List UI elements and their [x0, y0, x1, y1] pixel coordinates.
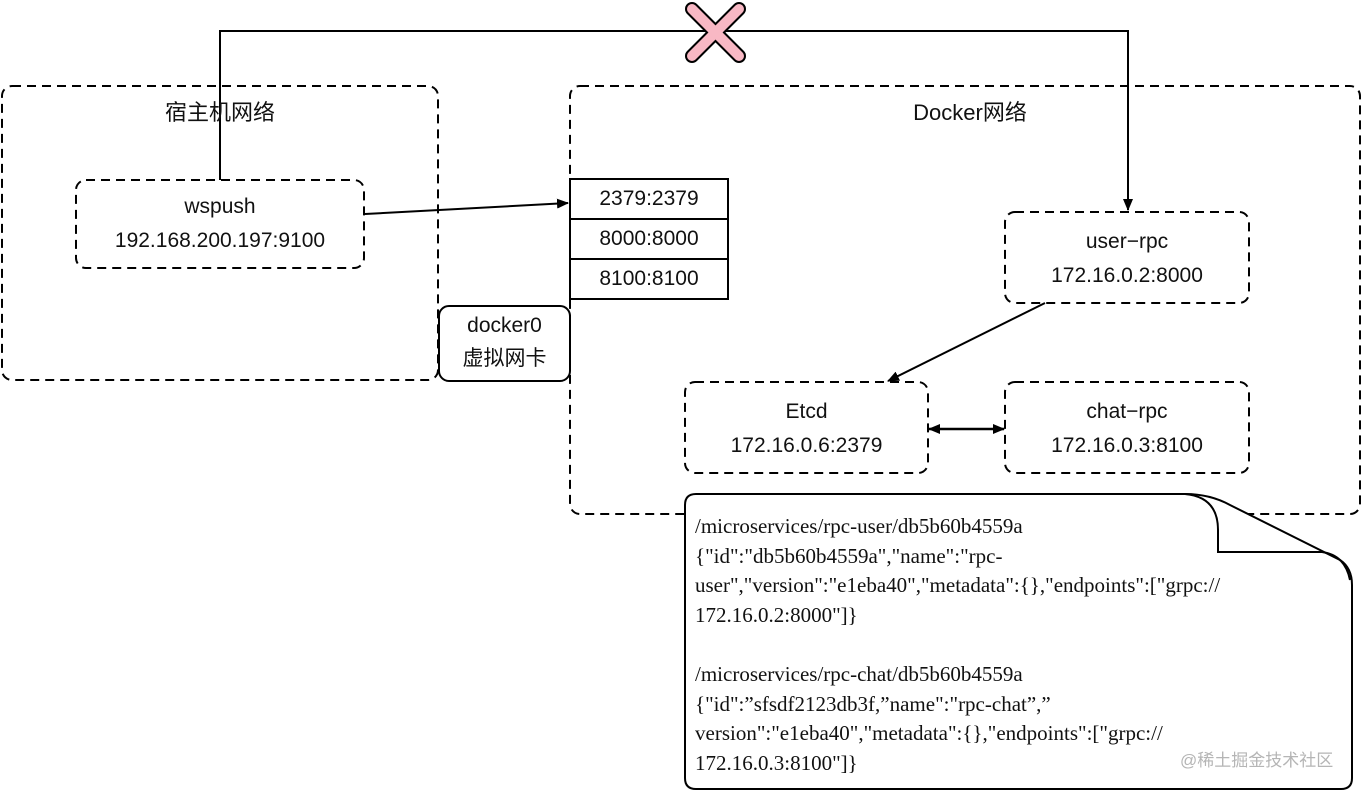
- etcd-address: 172.16.0.6:2379: [730, 434, 883, 457]
- wspush-name: wspush: [184, 195, 256, 218]
- user-rpc-node[interactable]: [1004, 211, 1250, 304]
- note-entry-line: 172.16.0.3:8100"]}: [695, 750, 858, 775]
- note-entry-line: {"id":"db5b60b4559a","name":"rpc-: [695, 543, 1003, 568]
- etcd-name: Etcd: [785, 400, 828, 423]
- user-rpc-address: 172.16.0.2:8000: [1051, 264, 1203, 287]
- port-mapping-row: 8000:8000: [599, 227, 699, 250]
- note-entry-line: user","version":"e1eba40","metadata":{},…: [695, 573, 1221, 597]
- wspush-node[interactable]: [75, 179, 365, 269]
- chat-rpc-name: chat−rpc: [1086, 400, 1168, 423]
- wspush-address: 192.168.200.197:9100: [114, 229, 326, 252]
- port-mapping-row: 2379:2379: [599, 187, 699, 210]
- docker-network-title: Docker网络: [913, 100, 1027, 125]
- blocked-connection-line: [219, 30, 1133, 211]
- docker0-node[interactable]: [438, 305, 571, 382]
- note-entry-key: /microservices/rpc-chat/db5b60b4559a: [695, 662, 1023, 686]
- registry-note-shape: [684, 493, 1353, 790]
- port-mapping-table: [569, 178, 729, 300]
- registry-note-text: /microservices/rpc-user/db5b60b4559a {"i…: [695, 512, 1335, 778]
- chat-rpc-address: 172.16.0.3:8100: [1051, 434, 1203, 457]
- user-rpc-name: user−rpc: [1085, 230, 1169, 253]
- note-fold: [1184, 493, 1351, 581]
- note-entry-line: version":"e1eba40","metadata":{},"endpoi…: [695, 721, 1163, 745]
- docker0-name: docker0: [467, 314, 542, 337]
- note-entry-line: {"id":”sfsdf2123db3f,”name":"rpc-chat”,”: [695, 691, 1051, 716]
- watermark: @稀土掘金技术社区: [1180, 751, 1334, 770]
- blocked-cross-icon: [685, 2, 746, 63]
- wspush-to-ports-arrow: [364, 198, 569, 215]
- note-entry-key: /microservices/rpc-user/db5b60b4559a: [695, 514, 1023, 538]
- host-network-title: 宿主机网络: [164, 100, 275, 125]
- port-mapping-row: 8100:8100: [599, 267, 699, 290]
- chat-rpc-node[interactable]: [1004, 381, 1250, 474]
- user-rpc-to-etcd-arrow: [887, 302, 1046, 382]
- docker0-subtitle: 虚拟网卡: [462, 347, 547, 370]
- note-entry-line: 172.16.0.2:8000"]}: [695, 602, 858, 627]
